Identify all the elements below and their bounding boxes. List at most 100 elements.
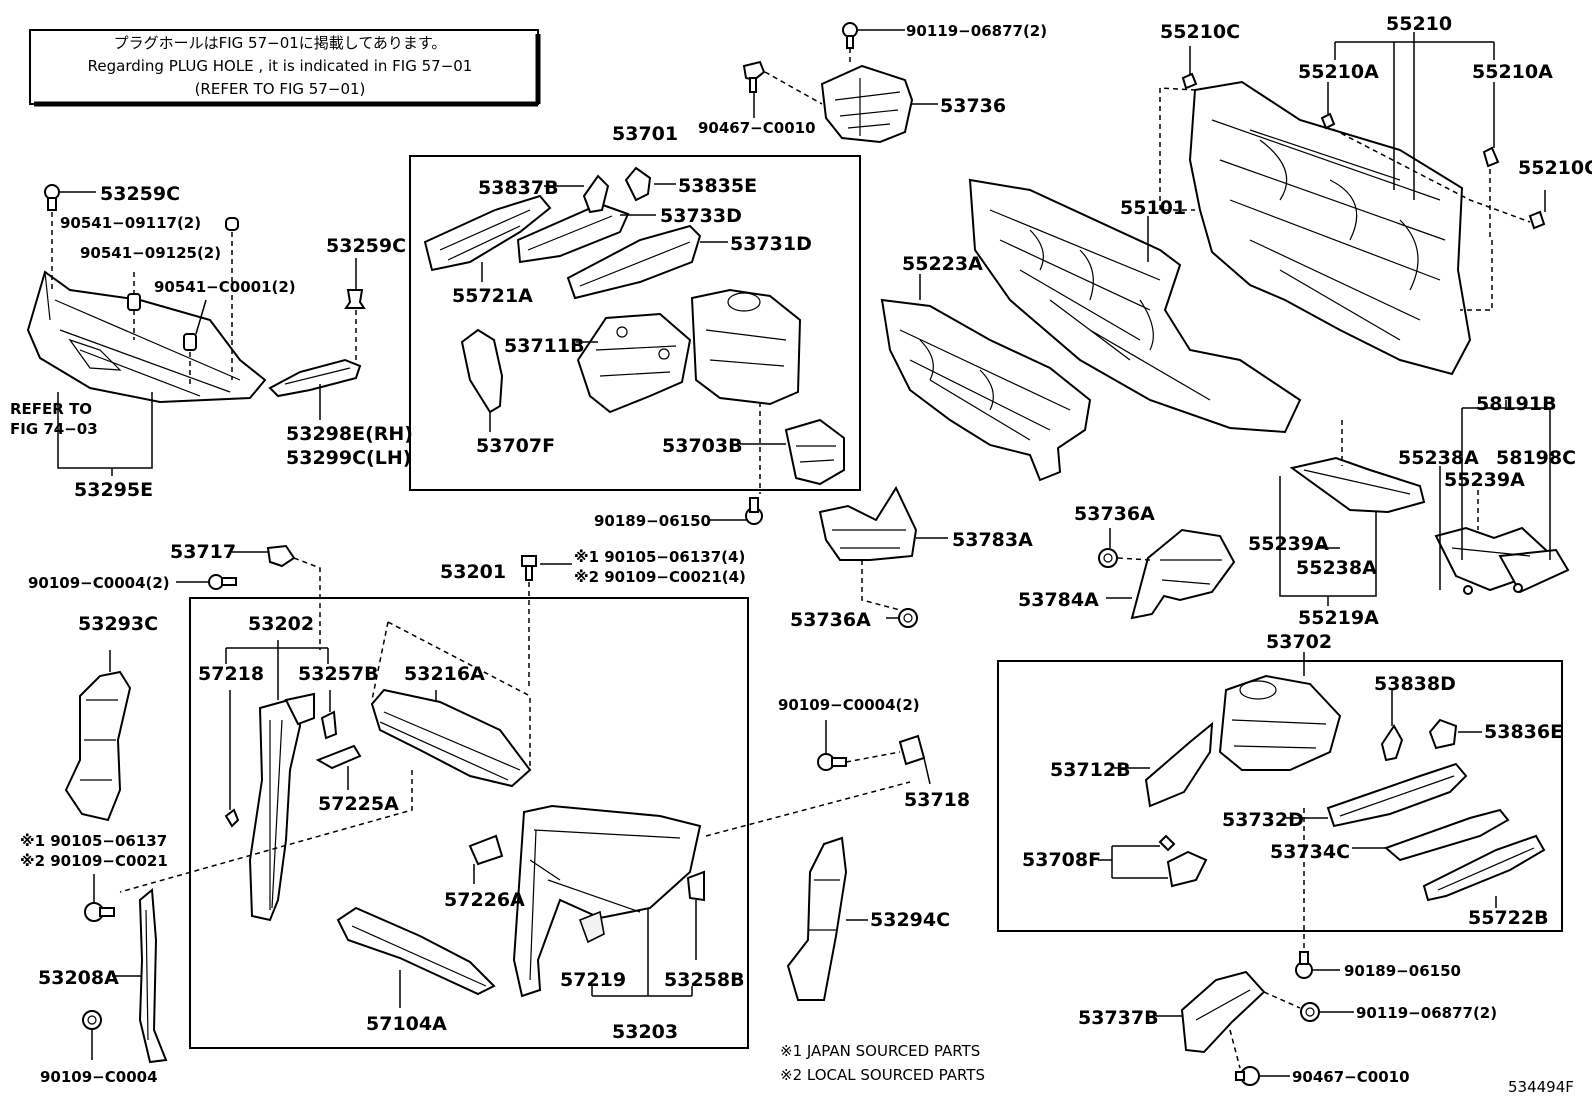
bolt-icon <box>817 753 847 771</box>
dashed-leader <box>861 560 901 611</box>
dashed-leader <box>845 751 901 763</box>
part-53293C-seal <box>64 670 132 822</box>
bolt-icon <box>1098 548 1118 568</box>
notice-line-2: Regarding PLUG HOLE , it is indicated in… <box>88 57 473 75</box>
label-55238a-b: 55238A <box>1296 557 1377 579</box>
part-55101-dash-panel <box>968 178 1302 434</box>
part-55210-insulator <box>1188 80 1472 376</box>
part-55721A-rail <box>423 194 552 272</box>
label-53784a: 53784A <box>1018 589 1099 611</box>
part-53203-support-frame <box>512 804 702 998</box>
part-53734C-rail <box>1384 808 1510 862</box>
bolt-icon <box>898 608 918 628</box>
clip-icon <box>1528 210 1546 230</box>
dashed-leader <box>1263 991 1301 1009</box>
label-57225a: 57225A <box>318 793 399 815</box>
leader <box>1334 32 1495 200</box>
dashed-leader <box>119 770 413 893</box>
clip-icon <box>44 184 60 211</box>
label-53203: 53203 <box>612 1021 678 1043</box>
label-90189-06150-a: 90189−06150 <box>594 512 711 530</box>
part-53731D-rail <box>566 224 702 300</box>
part-53712B-apron <box>1144 721 1214 808</box>
label-53783a: 53783A <box>952 529 1033 551</box>
part-53736-bracket <box>820 64 914 144</box>
label-53711b: 53711B <box>504 335 585 357</box>
part-53737B-bracket <box>1180 970 1266 1054</box>
label-55223a: 55223A <box>902 253 983 275</box>
dashed-leader <box>705 781 911 837</box>
part-57104A-crossmember <box>336 906 496 996</box>
dashed-leader <box>1229 1029 1241 1069</box>
part-57225A-bracket <box>315 744 362 770</box>
label-53836e: 53836E <box>1484 721 1563 743</box>
label-53736a-b: 53736A <box>790 609 871 631</box>
label-90109-c0021-4: ※2 90109−C0021(4) <box>574 568 746 586</box>
label-refer-fig: FIG 74−03 <box>10 420 98 438</box>
diagram-id: 534494F <box>1508 1078 1574 1096</box>
label-53733d: 53733D <box>660 205 742 227</box>
part-53216A-crossmember <box>370 688 532 788</box>
label-53732d: 53732D <box>1222 809 1304 831</box>
clip-icon <box>224 808 240 828</box>
part-57226A-bracket <box>468 834 504 866</box>
label-90105-06137-4: ※1 90105−06137(4) <box>574 548 745 566</box>
label-55219a: 55219A <box>1298 607 1379 629</box>
part-53294C-seal <box>786 836 848 1001</box>
part-55722B-rail <box>1422 834 1546 902</box>
clip-icon <box>1320 112 1336 130</box>
label-53259c-a: 53259C <box>100 183 180 205</box>
dashed-leader <box>1117 557 1151 561</box>
grommet-icon <box>127 293 141 311</box>
bolt-icon <box>84 902 115 922</box>
label-refer-to: REFER TO <box>10 400 92 418</box>
part-53258B-bracket <box>686 870 705 902</box>
label-53702: 53702 <box>1266 631 1332 653</box>
label-90119-06877-b: 90119−06877(2) <box>1356 1004 1497 1022</box>
label-53717: 53717 <box>170 541 236 563</box>
leader <box>195 299 207 335</box>
label-53202: 53202 <box>248 613 314 635</box>
footnote-local-sourced: ※2 LOCAL SOURCED PARTS <box>780 1066 985 1084</box>
label-57226a: 57226A <box>444 889 525 911</box>
bolt-icon <box>745 497 763 525</box>
label-90541-c0001: 90541−C0001(2) <box>154 278 296 296</box>
part-53835E-bracket <box>624 166 652 202</box>
label-55210c-a: 55210C <box>1160 21 1240 43</box>
label-53837b: 53837B <box>478 177 559 199</box>
label-57219: 57219 <box>560 969 626 991</box>
part-55223A-insulator <box>880 298 1092 482</box>
label-90541-09117: 90541−09117(2) <box>60 214 201 232</box>
label-53701: 53701 <box>612 123 678 145</box>
part-53711B-apron <box>576 312 692 414</box>
part-53783A-bracket <box>818 485 918 561</box>
group-frame-53201 <box>189 597 749 1049</box>
bolt-icon <box>842 22 858 49</box>
part-53257B-clip <box>320 710 338 740</box>
part-53784A-cover <box>1130 528 1236 620</box>
part-53837B-bracket <box>582 174 610 214</box>
label-57218: 57218 <box>198 663 264 685</box>
leader <box>1461 400 1551 560</box>
label-53736: 53736 <box>940 95 1006 117</box>
label-53293c: 53293C <box>78 613 158 635</box>
label-53703b: 53703B <box>662 435 743 457</box>
dashed-leader <box>1324 124 1531 223</box>
label-53295e: 53295E <box>74 479 153 501</box>
part-53718-bracket <box>898 734 926 766</box>
label-55210c-b: 55210C <box>1518 157 1592 179</box>
label-53731d: 53731D <box>730 233 812 255</box>
bolt-icon <box>266 544 296 568</box>
dashed-leader <box>764 71 823 105</box>
leader <box>57 392 153 469</box>
notice-line-1: プラグホールはFIG 57−01に掲載してあります。 <box>114 34 447 52</box>
notice-box: プラグホールはFIG 57−01に掲載してあります。 Regarding PLU… <box>29 29 541 107</box>
leader <box>923 757 931 785</box>
label-53835e: 53835E <box>678 175 757 197</box>
leader <box>1098 845 1168 879</box>
label-55721a: 55721A <box>452 285 533 307</box>
label-90467-c0010-b: 90467−C0010 <box>1292 1068 1410 1086</box>
label-90467-c0010-top: 90467−C0010 <box>698 119 816 137</box>
bolt-icon <box>208 574 237 590</box>
part-53708F-brace <box>1158 834 1208 888</box>
